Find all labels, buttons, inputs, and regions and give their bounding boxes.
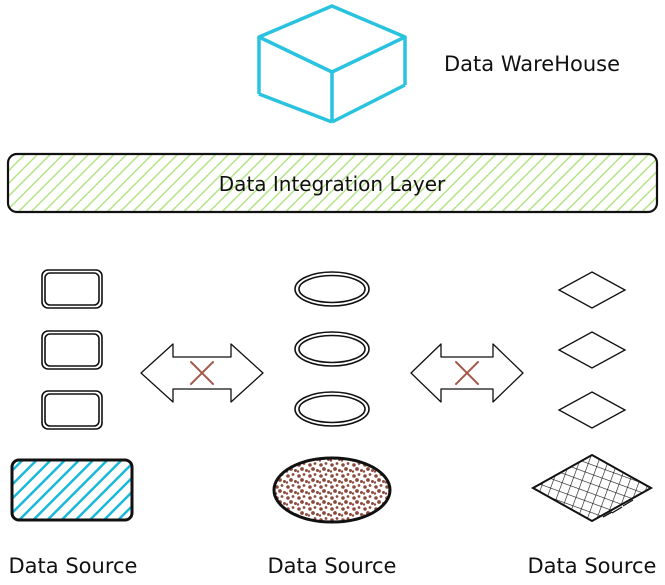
warehouse-cube-icon xyxy=(257,4,407,124)
integration-layer-bar xyxy=(6,152,659,214)
left-record-shape xyxy=(41,330,103,370)
source-label-left: Data Source xyxy=(9,554,138,578)
right-record-shape xyxy=(557,331,627,369)
right-record-shape xyxy=(557,391,627,429)
blocked-double-arrow-icon xyxy=(140,343,264,403)
source-label-middle: Data Source xyxy=(268,554,397,578)
blocked-double-arrow-icon xyxy=(410,343,524,403)
left-record-shape xyxy=(41,269,103,309)
middle-record-shape xyxy=(294,391,370,427)
warehouse-label: Data WareHouse xyxy=(444,52,620,76)
middle-record-shape xyxy=(294,271,370,307)
right-source-crosshatch-diamond xyxy=(530,453,654,523)
integration-layer-label: Data Integration Layer xyxy=(219,172,446,196)
middle-source-dotted-ellipse xyxy=(272,456,392,524)
source-label-right: Data Source xyxy=(528,554,657,578)
right-record-shape xyxy=(557,271,627,309)
left-record-shape xyxy=(41,390,103,430)
middle-record-shape xyxy=(294,331,370,367)
left-source-hatched-rect xyxy=(10,458,134,522)
